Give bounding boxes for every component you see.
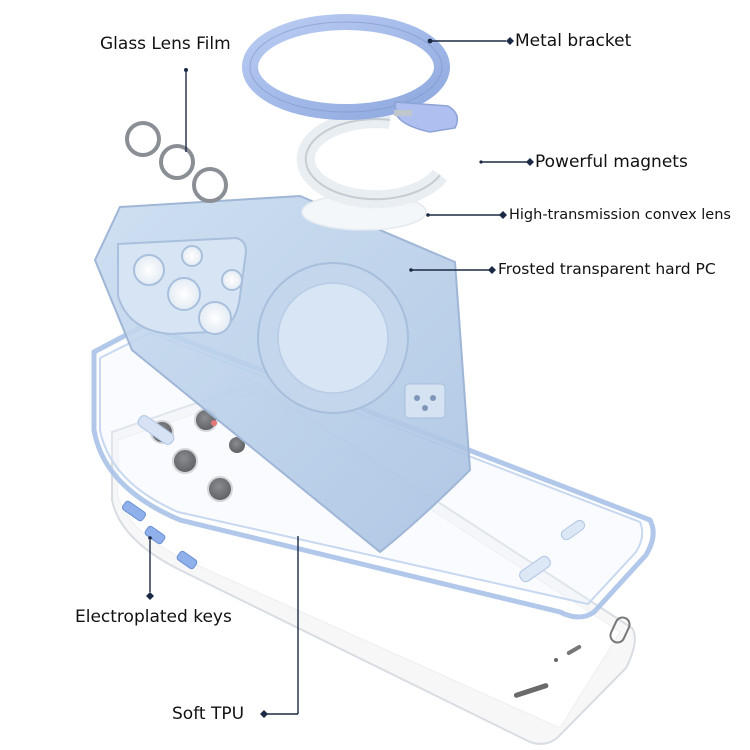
lens-film-ring-icon <box>159 144 195 180</box>
flash-icon <box>211 420 217 426</box>
glass-lens-film-label: Glass Lens Film <box>100 34 231 54</box>
electroplated-keys-label: Electroplated keys <box>75 607 232 627</box>
lens-cutout-icon <box>221 269 243 291</box>
frosted-pc-label: Frosted transparent hard PC <box>498 260 716 278</box>
lens-film-ring-icon <box>192 167 228 203</box>
camera-lens-icon <box>207 476 233 502</box>
electroplated-keys <box>121 500 198 570</box>
phone-body <box>111 381 636 745</box>
lens-film-ring-icon <box>125 121 161 157</box>
glass-lens-film-rings <box>125 121 228 203</box>
lens-cutout-icon <box>167 277 201 311</box>
metal-bracket-label: Metal bracket <box>515 31 632 51</box>
metal-bracket <box>242 14 459 133</box>
usb-port-icon <box>513 683 549 698</box>
lens-cutout-icon <box>198 301 232 335</box>
s-pen-slot-icon <box>609 616 631 644</box>
camera-lens-icon <box>229 437 245 453</box>
lens-cutout-icon <box>181 245 203 267</box>
kickstand-icon <box>394 101 459 133</box>
soft-tpu-label: Soft TPU <box>172 704 245 724</box>
powerful-magnets-label: Powerful magnets <box>535 152 688 172</box>
key-icon <box>121 500 147 522</box>
leader-lines <box>146 37 534 718</box>
magnet-ring <box>296 110 448 209</box>
lens-cutout-icon <box>133 254 165 286</box>
frosted-pc-plate <box>93 194 472 554</box>
key-icon <box>144 525 166 545</box>
key-icon <box>176 550 198 570</box>
convex-lens-label: High-transmission convex lens <box>509 207 731 223</box>
camera-lens-icon <box>172 448 198 474</box>
